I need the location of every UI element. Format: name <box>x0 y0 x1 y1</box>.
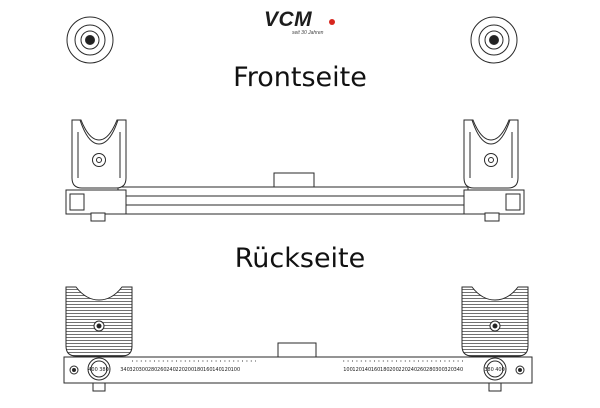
scale-label-right-12: 340 <box>454 367 464 373</box>
scale-label-left-6: 260 <box>157 367 167 373</box>
scale-label-left-5: 280 <box>148 367 158 373</box>
back-heading: Rückseite <box>234 243 366 274</box>
scale-label-left-14: 100 <box>231 367 241 373</box>
scale-label-left-9: 200 <box>185 367 195 373</box>
front-heading: Frontseite <box>233 62 367 93</box>
scale-label-right-9: 280 <box>426 367 436 373</box>
scale-label-left-13: 120 <box>221 367 231 373</box>
back-scale-rail <box>63 356 533 384</box>
scale-label-left-0: 400 <box>88 367 98 373</box>
front-left-cradle <box>65 119 127 222</box>
scale-label-left-12: 140 <box>212 367 222 373</box>
scale-label-right-14: 400 <box>495 367 505 373</box>
scale-label-right-5: 200 <box>389 367 399 373</box>
back-center-tab <box>277 342 317 358</box>
scale-label-left-2: 340 <box>120 367 130 373</box>
front-rail <box>117 186 469 215</box>
back-right-cradle <box>461 286 529 392</box>
scale-label-left-10: 180 <box>194 367 204 373</box>
scale-label-right-6: 220 <box>398 367 408 373</box>
top-view-washer-left <box>66 16 114 64</box>
front-center-tab <box>273 172 315 188</box>
scale-label-left-7: 240 <box>166 367 176 373</box>
logo-brand: VCM <box>264 8 313 31</box>
logo-dot <box>329 19 335 25</box>
scale-label-right-8: 260 <box>417 367 427 373</box>
scale-label-left-1: 380 <box>99 367 109 373</box>
scale-label-right-10: 300 <box>435 367 445 373</box>
scale-label-right-3: 160 <box>371 367 381 373</box>
front-view <box>65 119 525 222</box>
back-view <box>63 286 533 392</box>
scale-label-right-4: 180 <box>380 367 390 373</box>
scale-label-right-0: 100 <box>343 367 353 373</box>
scale-label-right-1: 120 <box>352 367 362 373</box>
scale-label-left-3: 320 <box>129 367 139 373</box>
back-left-cradle <box>65 286 133 392</box>
top-view-washer-right <box>470 16 518 64</box>
scale-label-left-4: 300 <box>139 367 149 373</box>
logo-tagline: seit 30 Jahren <box>292 30 324 36</box>
scale-label-right-7: 240 <box>408 367 418 373</box>
scale-label-left-8: 220 <box>175 367 185 373</box>
scale-label-right-13: 380 <box>484 367 494 373</box>
scale-label-right-2: 140 <box>362 367 372 373</box>
scale-label-left-11: 160 <box>203 367 213 373</box>
front-right-cradle <box>463 119 525 222</box>
scale-label-right-11: 320 <box>444 367 454 373</box>
